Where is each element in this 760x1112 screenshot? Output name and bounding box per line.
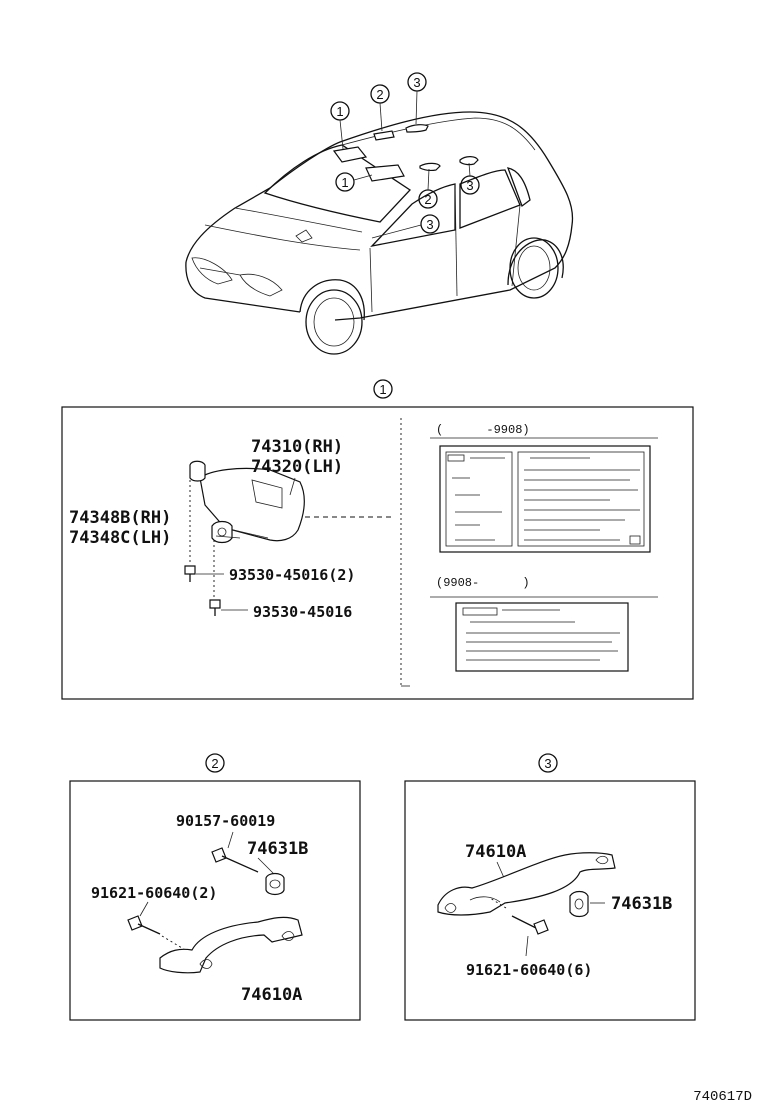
s2-grip-part: [159, 916, 303, 974]
callout-2-mid: 2: [418, 168, 438, 209]
label-visor-lh: 74320(LH): [251, 457, 343, 477]
figure-code: 740617D: [693, 1089, 752, 1105]
label-range-a: ( -9908): [436, 423, 530, 437]
s2-cover-part: [257, 857, 285, 896]
label-s2-screw-b: 91621-60640(2): [91, 884, 217, 902]
svg-text:1: 1: [341, 175, 348, 190]
section-2: 2 90157-60019 74631B 91621-60640(2) 7461…: [69, 753, 361, 1021]
label-s2-screw-a: 90157-60019: [176, 812, 275, 830]
warning-label-a: [439, 445, 651, 553]
s3-grip-part: [437, 852, 616, 916]
label-s2-grip: 74610A: [241, 985, 302, 1005]
label-visor-rh: 74310(RH): [251, 437, 343, 457]
s2-screw-b-part: [127, 901, 193, 955]
warning-label-b: [455, 602, 629, 672]
label-range-b: (9908- ): [436, 576, 530, 590]
label-screw: 93530-45016: [253, 603, 352, 621]
s3-cover-part: [569, 890, 605, 918]
callout-3-top: 3: [407, 72, 427, 125]
section-2-callout: 2: [205, 753, 225, 773]
label-s2-cover: 74631B: [247, 839, 308, 859]
callout-2-top: 2: [370, 84, 390, 132]
label-s3-screw: 91621-60640(6): [466, 961, 592, 979]
callout-1-mid: 1: [335, 172, 373, 192]
visor-holder: [211, 520, 233, 544]
svg-text:2: 2: [376, 87, 383, 102]
label-holder-rh: 74348B(RH): [69, 508, 171, 528]
callout-3-mid: 3: [460, 162, 480, 195]
section-1-frame: [61, 406, 694, 700]
svg-text:1: 1: [336, 104, 343, 119]
section-1: 1 74310(RH) 74320(LH): [61, 379, 694, 700]
label-screw-2: 93530-45016(2): [229, 566, 355, 584]
s2-screw-a-part: [211, 831, 259, 873]
svg-text:2: 2: [424, 192, 431, 207]
label-s3-grip: 74610A: [465, 842, 526, 862]
section-3: 3 74610A 74631B 91621-60640(6): [404, 753, 696, 1021]
label-holder-lh: 74348C(LH): [69, 528, 171, 548]
s3-screw-part: [489, 897, 549, 957]
car-illustration: 1 2 3 1 2 3 3: [185, 72, 574, 355]
label-s3-cover: 74631B: [611, 894, 672, 914]
svg-text:3: 3: [426, 217, 433, 232]
svg-text:3: 3: [413, 75, 420, 90]
section-1-callout: 1: [373, 379, 393, 399]
section-3-frame: [404, 780, 696, 1021]
visor-screw-2: [209, 599, 248, 616]
svg-text:1: 1: [379, 382, 386, 397]
callout-3-low: 3: [371, 214, 440, 239]
svg-text:3: 3: [466, 178, 473, 193]
callout-1-top: 1: [330, 101, 350, 150]
svg-text:2: 2: [211, 756, 218, 771]
section-2-frame: [69, 780, 361, 1021]
section-3-callout: 3: [538, 753, 558, 773]
svg-text:3: 3: [544, 756, 551, 771]
visor-screw-1: [184, 565, 224, 582]
